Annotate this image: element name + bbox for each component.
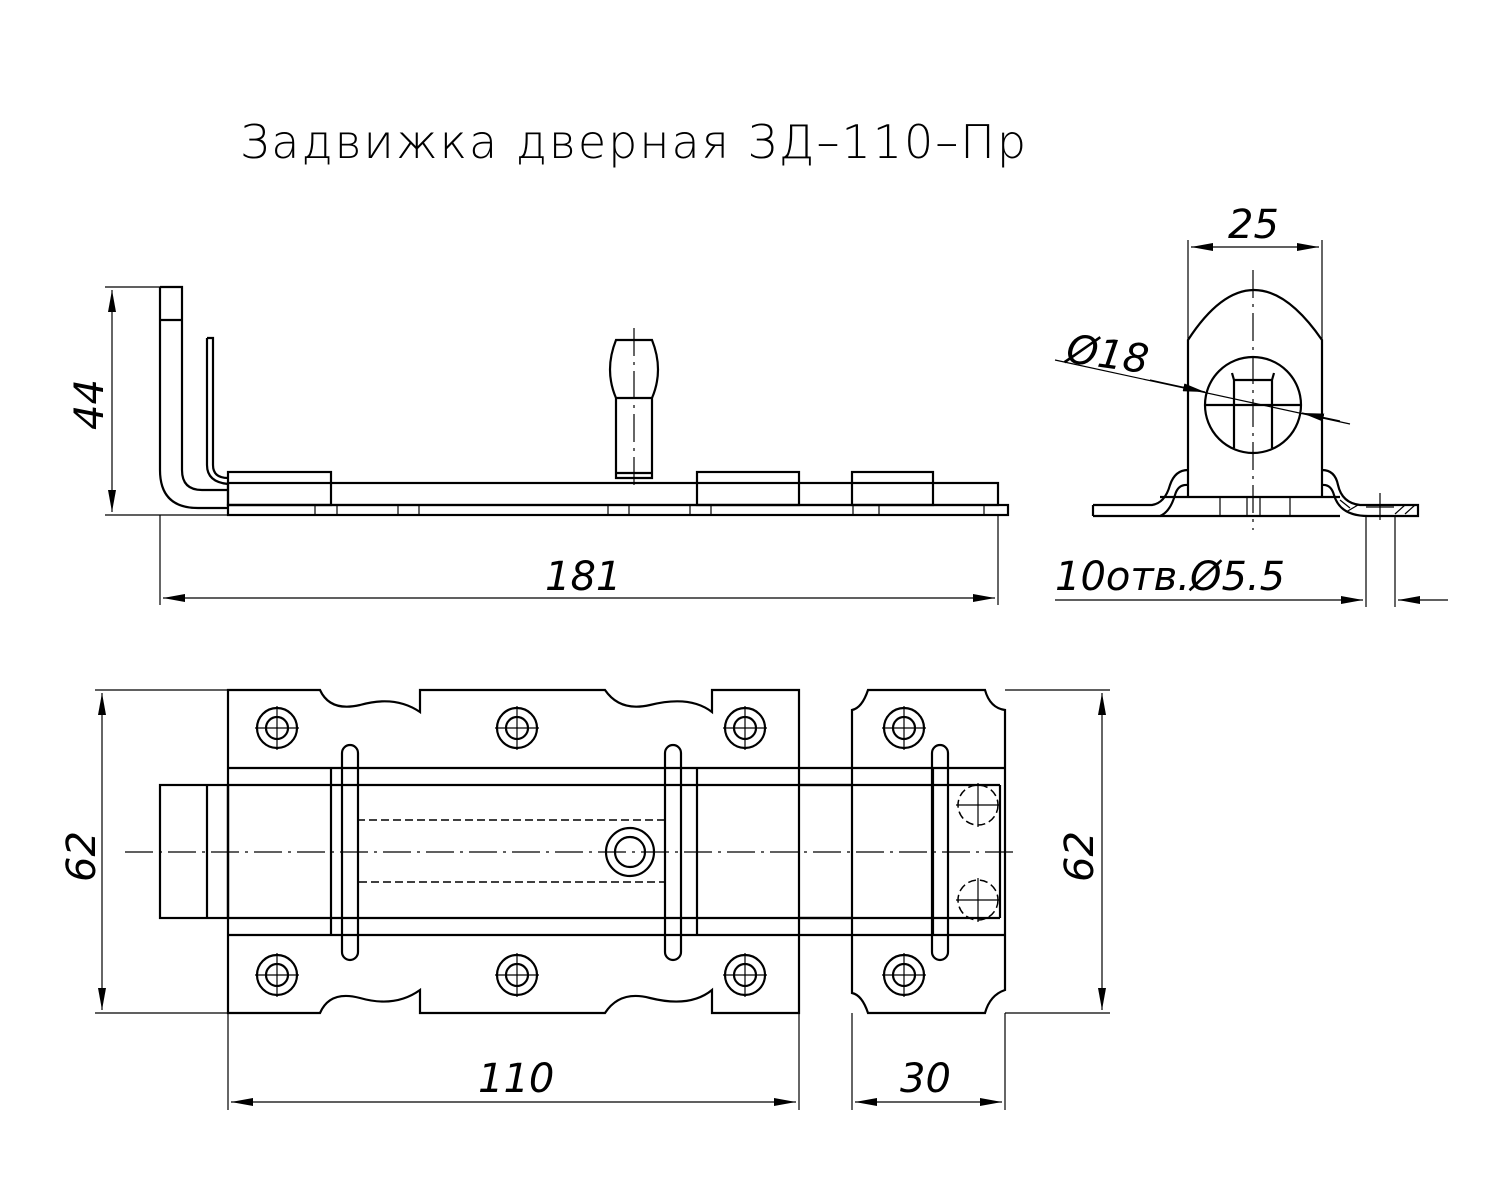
dim-holes: 10отв.Ø5.5	[1055, 554, 1285, 600]
side-view: 44 181	[67, 285, 1010, 605]
dim-44: 44	[67, 379, 113, 430]
dim-diameter-18: Ø18	[1062, 326, 1152, 383]
end-view: 25 Ø18 10отв.Ø5.5	[1054, 202, 1448, 607]
dim-30: 30	[900, 1056, 951, 1102]
dim-62-left: 62	[59, 831, 105, 882]
dim-181: 181	[545, 554, 621, 600]
dim-110: 110	[478, 1056, 554, 1102]
dim-62-right: 62	[1057, 831, 1103, 882]
screw-holes	[255, 706, 1000, 997]
drawing-title: Задвижка дверная ЗД–110–Пр	[240, 115, 1028, 169]
plan-view: 62 62 110 30	[59, 688, 1110, 1110]
dim-25: 25	[1228, 202, 1279, 248]
